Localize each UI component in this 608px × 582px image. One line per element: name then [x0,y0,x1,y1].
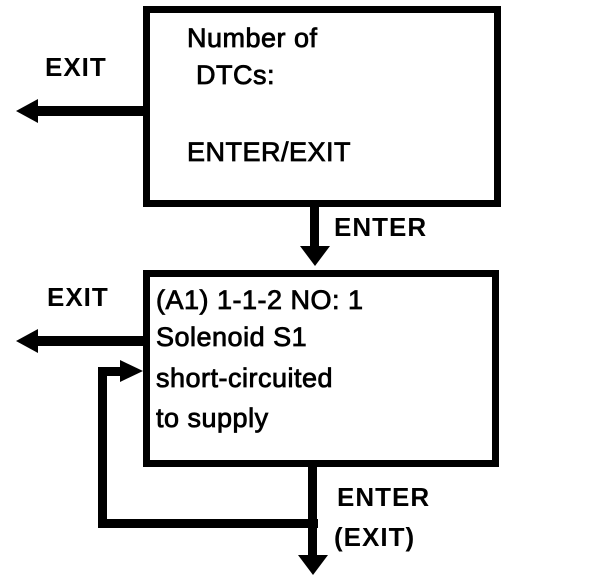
dtc-count-line3: ENTER/EXIT [187,137,352,168]
dtc-detail-line4: to supply [156,403,269,434]
enter-exit-arrow-shaft [308,467,317,557]
enter-label-bottom: ENTER [337,482,431,512]
loop-arrow-vertical-segment [98,367,107,528]
display-box-dtc-detail: (A1) 1-1-2 NO: 1 Solenoid S1 short-circu… [143,270,499,467]
loop-arrow-bottom-segment [98,519,318,528]
display-box-dtc-count: Number of DTCs: ENTER/EXIT [143,6,501,207]
arrowhead-down-bottom-icon [298,555,328,575]
dtc-detail-line1: (A1) 1-1-2 NO: 1 [156,285,364,316]
exit-arrow-bottom-shaft [36,336,143,346]
arrowhead-down-mid-icon [300,246,330,266]
arrowhead-left-bottom-icon [16,329,38,353]
dtc-detail-line2: Solenoid S1 [156,322,308,353]
loop-arrow-entry-segment [98,367,124,376]
exit-label-top: EXIT [45,52,107,82]
arrowhead-right-loop-icon [120,360,143,382]
dtc-count-line2: DTCs: [196,60,275,91]
dtc-count-line1: Number of [187,23,318,54]
enter-label-mid: ENTER [334,212,428,242]
exit-arrow-top-shaft [36,106,143,116]
dtc-detail-line3: short-circuited [156,363,334,394]
arrowhead-left-top-icon [16,99,38,123]
enter-arrow-shaft [310,206,319,248]
exit-paren-label: (EXIT) [334,522,416,552]
exit-label-bottom: EXIT [47,282,109,312]
